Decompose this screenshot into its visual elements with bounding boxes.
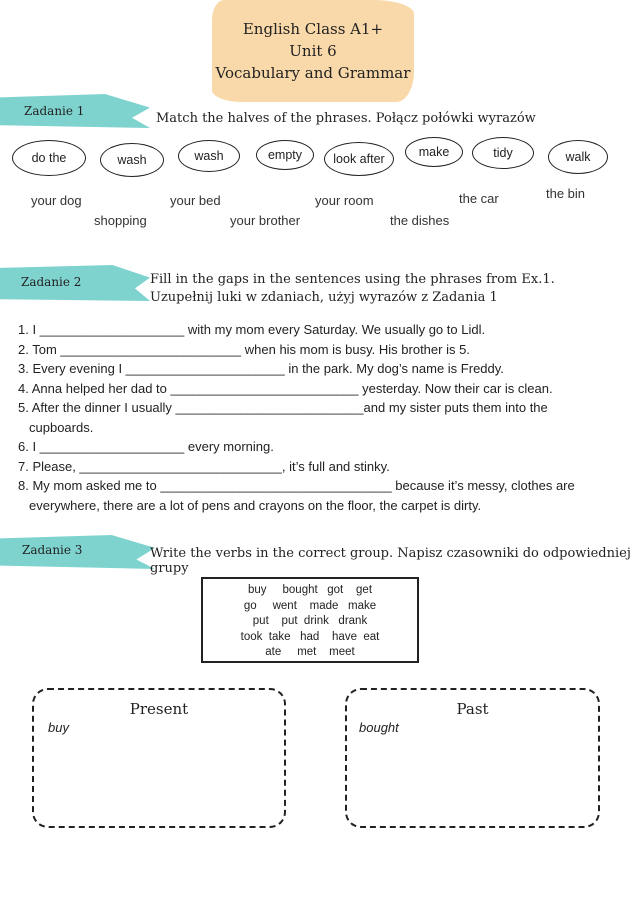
header-background: [212, 0, 414, 102]
phrase-item: the car: [459, 191, 499, 206]
sentence-8: 8. My mom asked me to __________________…: [18, 478, 575, 493]
verb-oval: tidy: [472, 137, 534, 169]
phrase-item: your brother: [230, 213, 301, 228]
section1-instruction: Match the halves of the phrases. Połącz …: [156, 111, 536, 126]
present-example: buy: [48, 720, 69, 735]
past-title: Past: [456, 700, 489, 718]
section3-brush: [0, 535, 155, 569]
phrase-item: shopping: [94, 213, 147, 228]
sentence-list: 1. I ____________________ with my mom ev…: [18, 320, 618, 515]
verb-oval: wash: [178, 140, 240, 172]
word-bank-line: ate met meet: [265, 646, 355, 658]
section3-label: Zadanie 3: [22, 543, 83, 557]
past-example: bought: [359, 720, 399, 735]
section2-instruction-pl: Uzupełnij luki w zdaniach, użyj wyrazów …: [150, 290, 498, 305]
sentence-4: 4. Anna helped her dad to ______________…: [18, 380, 553, 396]
sentence-3: 3. Every evening I _____________________…: [18, 361, 504, 376]
header-subtitle: Vocabulary and Grammar: [215, 64, 411, 82]
verb-oval: empty: [256, 140, 314, 170]
verb-oval: walk: [548, 140, 608, 174]
section3-instruction: Write the verbs in the correct group. Na…: [150, 546, 631, 576]
sentence-2: 2. Tom _________________________ when hi…: [18, 341, 470, 357]
sentence-5-continued: cupboards.: [29, 419, 94, 435]
verb-oval: wash: [100, 143, 164, 177]
sentence-1: 1. I ____________________ with my mom ev…: [18, 322, 486, 337]
verb-oval: do the: [12, 140, 86, 176]
section2-instruction-en: Fill in the gaps in the sentences using …: [150, 272, 555, 287]
phrase-item: your dog: [31, 193, 82, 208]
header-title: English Class A1+: [242, 20, 384, 38]
word-bank-line: put put drink drank: [252, 615, 368, 627]
sentence-8-continued: everywhere, there are a lot of pens and …: [29, 497, 482, 513]
phrase-item: the bin: [546, 186, 586, 201]
sentence-7: 7. Please, ____________________________,…: [18, 458, 390, 474]
verb-oval: look after: [324, 142, 394, 176]
section2-label: Zadanie 2: [21, 275, 82, 289]
word-bank-line: go went made make: [243, 599, 377, 612]
section2-brush: [0, 265, 150, 301]
section1-label: Zadanie 1: [24, 104, 85, 118]
phrase-item: the dishes: [390, 213, 450, 228]
word-bank-line: buy bought got get: [247, 584, 373, 596]
present-title: Present: [129, 700, 189, 718]
verb-oval: make: [405, 137, 463, 167]
header-unit: Unit 6: [289, 42, 337, 60]
word-bank-line: took take had have eat: [240, 630, 380, 643]
past-group-box: Past bought: [345, 688, 600, 828]
page-header: English Class A1+ Unit 6 Vocabulary and …: [212, 18, 414, 84]
present-group-box: Present buy: [32, 688, 286, 828]
word-bank: buy bought got get go went made make put…: [201, 577, 419, 663]
phrase-item: your room: [315, 193, 374, 208]
phrase-item: your bed: [170, 193, 221, 208]
sentence-6: 6. I ____________________ every morning.: [18, 439, 274, 454]
sentence-5: 5. After the dinner I usually __________…: [18, 400, 548, 415]
